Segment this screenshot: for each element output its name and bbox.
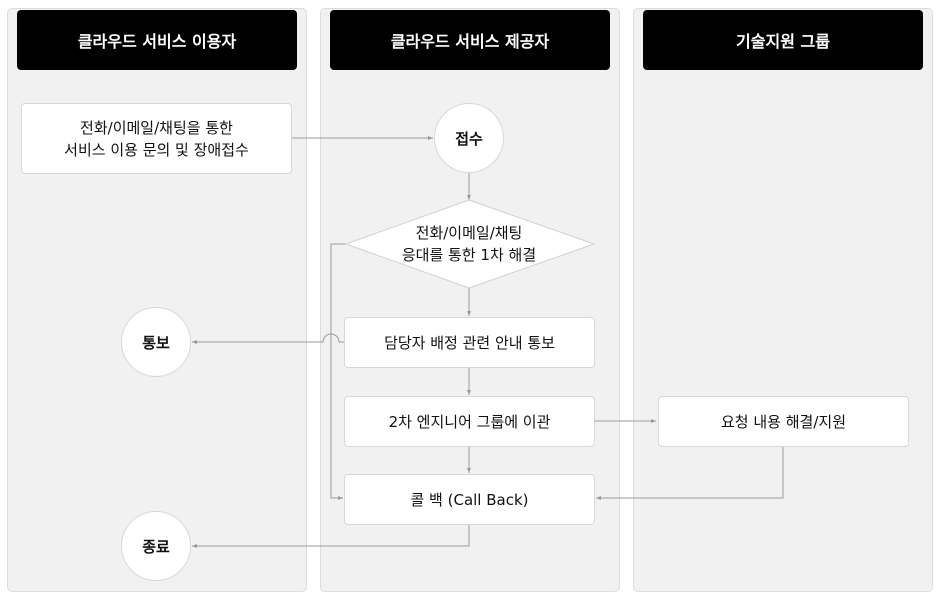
node-end: 종료 [121,511,191,581]
lane-cloud-user [7,8,307,592]
node-notify: 통보 [121,307,191,377]
node-escalate: 2차 엔지니어 그룹에 이관 [344,396,595,447]
node-callback: 콜 백 (Call Back) [344,474,595,525]
lane-header-cloud-provider: 클라우드 서비스 제공자 [330,10,610,70]
node-resolve-support: 요청 내용 해결/지원 [658,396,909,447]
lane-header-tech-support: 기술지원 그룹 [643,10,923,70]
node-receipt: 접수 [434,103,504,173]
node-inquiry: 전화/이메일/채팅을 통한 서비스 이용 문의 및 장애접수 [21,103,292,174]
lane-header-cloud-user: 클라우드 서비스 이용자 [17,10,297,70]
lane-tech-support [633,8,933,592]
node-assignment-notice: 담당자 배정 관련 안내 통보 [344,317,595,368]
node-first-resolution: 전화/이메일/채팅 응대를 통한 1차 해결 [401,224,537,264]
